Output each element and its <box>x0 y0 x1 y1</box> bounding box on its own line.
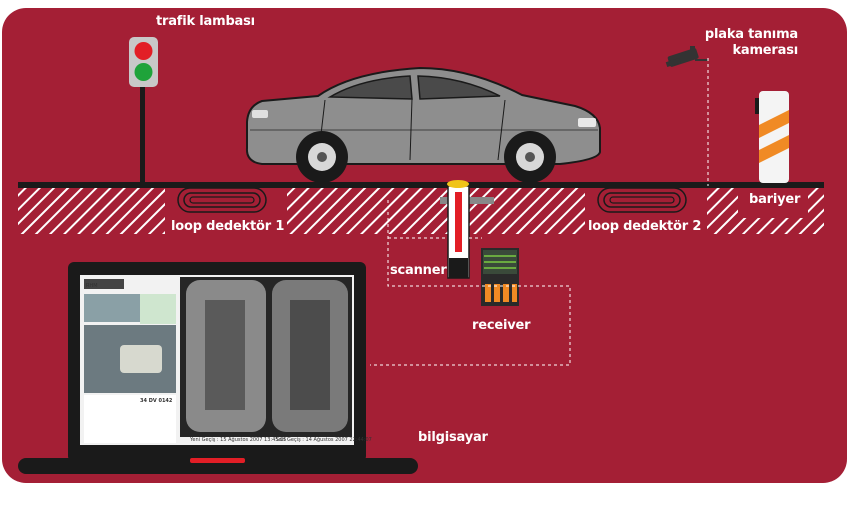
loop-detector-2 <box>585 186 707 234</box>
laptop: RHM 34 DV 0142 Yeni Geçiş : 15 Ağustos 2… <box>18 262 418 474</box>
barrier <box>755 91 789 183</box>
traffic-light-label: trafik lambası <box>156 14 255 29</box>
screen-logo: RHM <box>86 283 98 289</box>
scanner-label: scanner <box>390 263 447 278</box>
traffic-light <box>129 37 158 184</box>
screen-caption-left: Yeni Geçiş : 15 Ağustos 2007 13:45:05 <box>189 436 286 443</box>
screen-plate: 34 DV 0142 <box>140 398 173 404</box>
barrier-label: bariyer <box>749 192 801 207</box>
computer-label: bilgisayar <box>418 430 488 445</box>
screen-caption-right: Son Geçiş : 14 Ağustos 2007 22:44:07 <box>276 436 372 443</box>
plate-camera-label-line1: plaka tanıma <box>704 27 798 42</box>
receiver <box>481 248 519 306</box>
plate-camera <box>665 46 708 68</box>
loop-detector-2-label: loop dedektör 2 <box>588 219 702 234</box>
plate-camera-label-line2: kamerası <box>732 43 798 58</box>
road-surface <box>18 182 824 188</box>
plate-camera-label: plaka tanıma kamerası <box>705 27 798 59</box>
loop-detector-1-label: loop dedektör 1 <box>171 219 285 234</box>
car <box>245 66 601 183</box>
connection-lines <box>370 58 709 366</box>
receiver-label: receiver <box>472 318 531 333</box>
scanner <box>440 180 494 279</box>
loop-detector-1 <box>165 186 287 234</box>
